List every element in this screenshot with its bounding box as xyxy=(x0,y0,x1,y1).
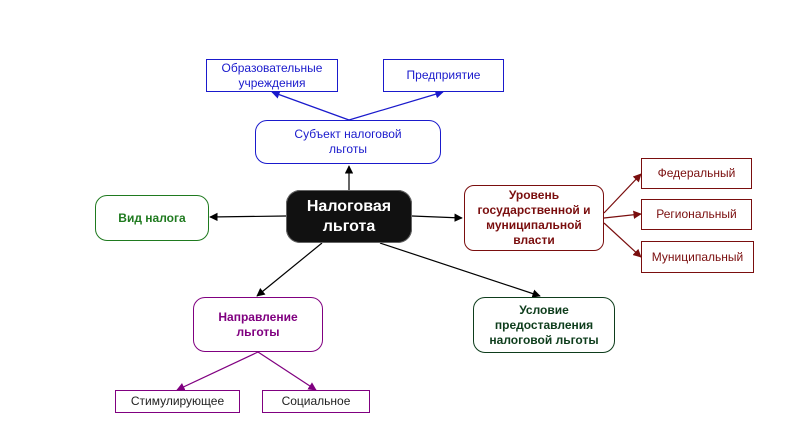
regional-node: Региональный xyxy=(641,199,752,230)
arrow-center-to-direction xyxy=(256,242,323,297)
arrow-direction-to-social xyxy=(257,351,317,391)
federal-label: Федеральный xyxy=(657,166,736,180)
arrow-subject-to-education xyxy=(271,90,350,121)
federal-node: Федеральный xyxy=(641,158,752,189)
education-line-2: учреждения xyxy=(238,75,306,90)
regional-label: Региональный xyxy=(656,207,737,221)
arrow-center-to-tax-type xyxy=(209,212,287,222)
government-level-node: Уровень государственной и муниципальной … xyxy=(464,185,604,251)
social-label: Социальное xyxy=(281,394,351,408)
level-line-1: Уровень xyxy=(508,188,560,202)
arrow-center-to-condition xyxy=(379,242,541,298)
social-node: Социальное xyxy=(262,390,370,413)
direction-line-1: Направление xyxy=(218,309,298,324)
tax-type-node: Вид налога xyxy=(95,195,209,241)
central-concept-line-1: Налоговая xyxy=(306,197,392,215)
enterprise-node: Предприятие xyxy=(383,59,504,92)
municipal-node: Муниципальный xyxy=(641,241,754,273)
enterprise-label: Предприятие xyxy=(406,68,481,82)
direction-node: Направление льготы xyxy=(193,297,323,352)
education-line-1: Образовательные xyxy=(221,60,323,75)
subject-node: Субъект налоговой льготы xyxy=(255,120,441,164)
stimulating-label: Стимулирующее xyxy=(130,394,225,408)
municipal-label: Муниципальный xyxy=(651,249,744,264)
condition-line-3: налоговой льготы xyxy=(489,332,599,347)
arrow-level-to-federal xyxy=(603,173,642,214)
stimulating-node: Стимулирующее xyxy=(115,390,240,413)
arrow-subject-to-enterprise xyxy=(348,90,444,121)
level-line-4: власти xyxy=(513,233,555,247)
subject-line-1: Субъект налоговой xyxy=(294,127,402,141)
direction-line-2: льготы xyxy=(236,324,280,339)
arrow-level-to-regional xyxy=(603,210,642,219)
education-institutions-node: Образовательные учреждения xyxy=(206,59,338,92)
level-line-3: муниципальной xyxy=(486,218,582,232)
condition-line-2: предоставления xyxy=(494,317,594,332)
condition-line-1: Условие xyxy=(519,302,569,317)
arrow-center-to-government-level xyxy=(411,213,463,222)
arrow-direction-to-stimulating xyxy=(176,351,259,391)
central-concept-line-2: льгота xyxy=(322,217,376,235)
arrow-level-to-municipal xyxy=(603,222,642,258)
tax-type-label: Вид налога xyxy=(118,210,186,225)
condition-node: Условие предоставления налоговой льготы xyxy=(473,297,615,353)
level-line-2: государственной и xyxy=(477,203,591,217)
subject-line-2: льготы xyxy=(329,142,367,156)
central-concept: Налоговая льгота xyxy=(286,190,412,243)
